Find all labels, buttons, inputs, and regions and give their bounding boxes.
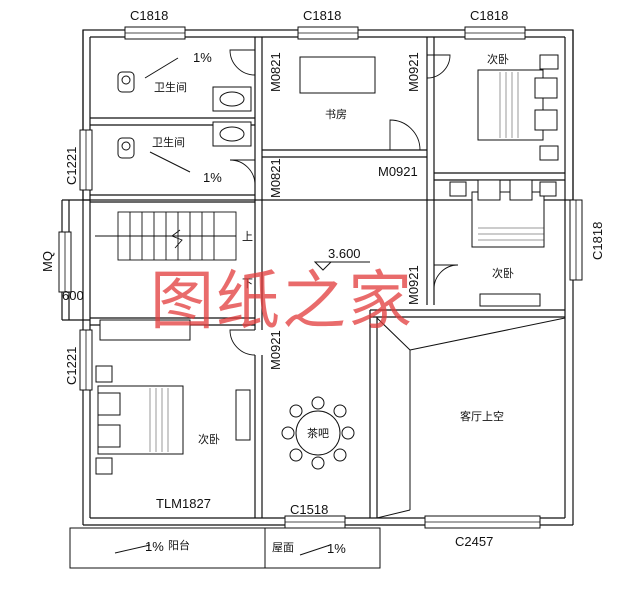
door-label-study-left: M0821: [268, 52, 283, 92]
bed-e: [471, 191, 545, 248]
window-label-top-middle: C1818: [303, 8, 341, 23]
window-label-bottom-right: C2457: [455, 534, 493, 549]
door-label-bedroom-right: M0921: [406, 265, 421, 305]
window-label-top-right: C1818: [470, 8, 508, 23]
window-label-right-side: C1818: [590, 222, 605, 260]
room-roof: 屋面: [272, 541, 294, 554]
room-bedroom-sw: 次卧: [198, 432, 220, 446]
room-bedroom-ne: 次卧: [487, 52, 509, 66]
door-label-balcony: TLM1827: [156, 496, 211, 511]
window-label-left-upper: C1221: [64, 147, 79, 185]
room-tea-bar: 茶吧: [307, 427, 329, 440]
door-label-study-bottom: M0921: [378, 164, 418, 179]
room-bath-lower: 卫生间: [152, 135, 185, 149]
slope-bath-lower: 1%: [203, 170, 222, 185]
room-bedroom-e: 次卧: [492, 266, 514, 280]
window-label-left-stair: MQ: [40, 251, 55, 272]
room-living-void: 客厅上空: [460, 409, 504, 423]
door-label-study-right: M0921: [406, 52, 421, 92]
stair-up-label: 上: [242, 230, 253, 243]
dimension-label: 600: [62, 288, 84, 303]
door-label-bedroom-left: M0921: [268, 330, 283, 370]
door-label-bath-lower: M0821: [268, 158, 283, 198]
stair-down-label: 下: [242, 278, 253, 290]
watermark: 图纸之家: [150, 265, 414, 339]
window-label-top-left: C1818: [130, 8, 168, 23]
room-study: 书房: [325, 108, 347, 121]
tea-table: [295, 410, 341, 456]
room-bath-upper: 卫生间: [154, 80, 187, 94]
room-balcony: 阳台: [168, 538, 190, 552]
slope-bath-upper: 1%: [193, 50, 212, 65]
elevation-label: 3.600: [328, 246, 361, 261]
window-label-left-lower: C1221: [64, 347, 79, 385]
bed-ne: [477, 69, 544, 141]
slope-balcony: 1%: [145, 539, 164, 554]
slope-roof: 1%: [327, 541, 346, 556]
study-desk: [299, 56, 376, 94]
window-label-bottom-middle: C1518: [290, 502, 328, 517]
